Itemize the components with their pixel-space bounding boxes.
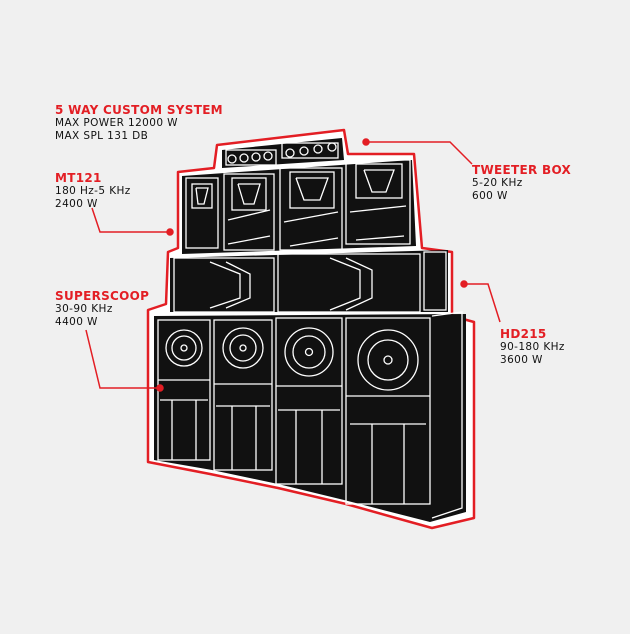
callout-dot-tweeter — [362, 138, 370, 146]
label-hd215: HD215 90-180 KHz 3600 W — [500, 328, 565, 367]
label-superscoop-line2: 4400 W — [55, 316, 98, 328]
mt121-boxes — [182, 159, 416, 254]
label-tweeter-line2: 600 W — [472, 190, 508, 202]
label-system-title: 5 WAY CUSTOM SYSTEM — [55, 103, 223, 117]
callout-line-mt121 — [91, 207, 170, 233]
label-hd215-line1: 90-180 KHz — [500, 341, 565, 353]
callout-line-superscoop — [85, 329, 160, 389]
label-mt121-title: MT121 — [55, 171, 102, 185]
hd215-boxes — [170, 250, 448, 313]
label-system-line2: MAX SPL 131 DB — [55, 130, 149, 142]
label-tweeter: TWEETER BOX 5-20 KHz 600 W — [472, 164, 571, 203]
callout-line-hd215 — [464, 283, 501, 323]
tweeter-box — [222, 138, 344, 168]
label-mt121: MT121 180 Hz-5 KHz 2400 W — [55, 172, 131, 211]
label-superscoop: SUPERSCOOP 30-90 KHz 4400 W — [55, 290, 149, 329]
callout-dot-superscoop — [156, 384, 164, 392]
label-tweeter-title: TWEETER BOX — [472, 163, 572, 177]
callout-line-tweeter — [366, 141, 473, 165]
label-system-line1: MAX POWER 12000 W — [55, 117, 178, 129]
label-hd215-title: HD215 — [500, 327, 547, 341]
superscoop-boxes — [154, 311, 466, 522]
label-mt121-line1: 180 Hz-5 KHz — [55, 185, 131, 197]
callout-dot-hd215 — [460, 280, 468, 288]
label-hd215-line2: 3600 W — [500, 354, 543, 366]
label-system: 5 WAY CUSTOM SYSTEM MAX POWER 12000 W MA… — [55, 104, 223, 143]
callout-dot-mt121 — [166, 228, 174, 236]
label-tweeter-line1: 5-20 KHz — [472, 177, 523, 189]
label-mt121-line2: 2400 W — [55, 198, 98, 210]
callout-lines — [85, 138, 501, 392]
label-superscoop-title: SUPERSCOOP — [55, 289, 150, 303]
label-superscoop-line1: 30-90 KHz — [55, 303, 113, 315]
